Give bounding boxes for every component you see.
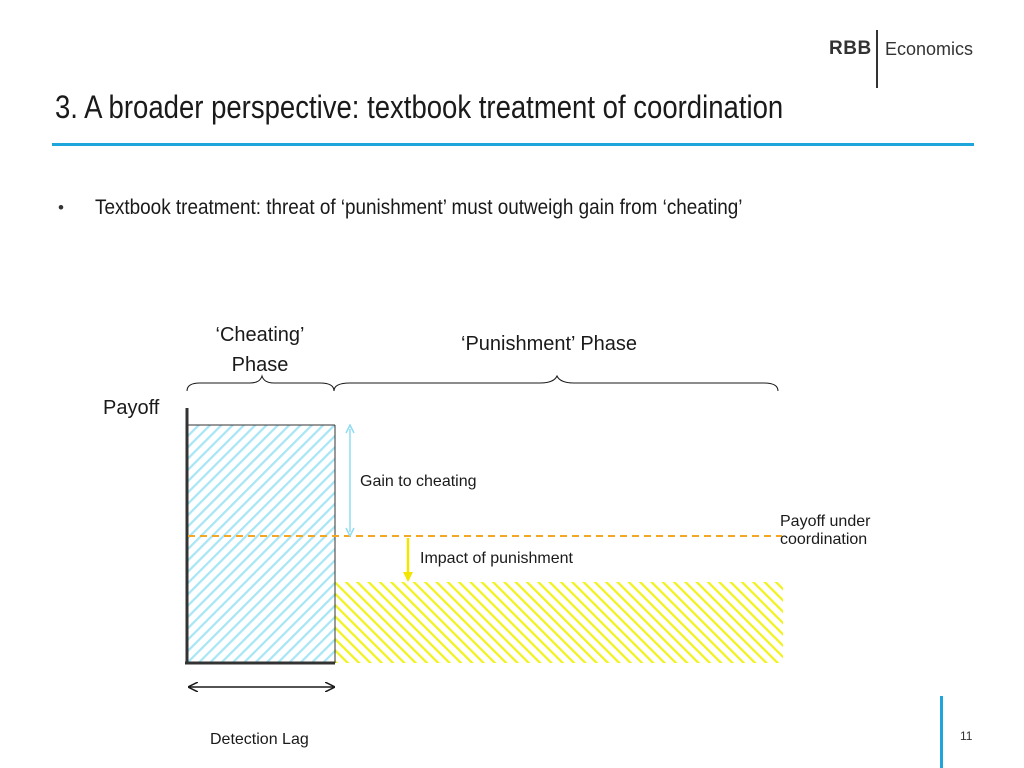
title-rule	[52, 143, 974, 146]
logo-rbb: RBB	[829, 38, 872, 59]
cheating-phase-line2: Phase	[231, 354, 289, 376]
coordination-label: Payoff under coordination	[780, 513, 871, 548]
cheating-phase-brace	[186, 374, 335, 392]
gain-label: Gain to cheating	[360, 473, 477, 490]
cheating-phase-label: ‘Cheating’ Phase	[195, 320, 325, 380]
punishment-payoff-area	[335, 582, 783, 663]
detection-lag-label: Detection Lag	[210, 731, 309, 748]
punishment-phase-brace	[333, 374, 779, 392]
bullet-text: Textbook treatment: threat of ‘punishmen…	[95, 196, 743, 219]
cheating-payoff-area	[188, 425, 335, 663]
page-number: 11	[960, 729, 973, 743]
punishment-phase-label: ‘Punishment’ Phase	[461, 333, 638, 355]
page-number-bar	[940, 696, 943, 768]
impact-label: Impact of punishment	[420, 550, 573, 567]
cheating-phase-line1: ‘Cheating’	[215, 324, 305, 346]
y-axis-label: Payoff	[103, 397, 160, 419]
logo-economics: Economics	[885, 39, 974, 59]
logo-divider	[876, 30, 878, 88]
bullet-marker: •	[58, 198, 64, 217]
slide-title: 3. A broader perspective: textbook treat…	[55, 89, 784, 125]
